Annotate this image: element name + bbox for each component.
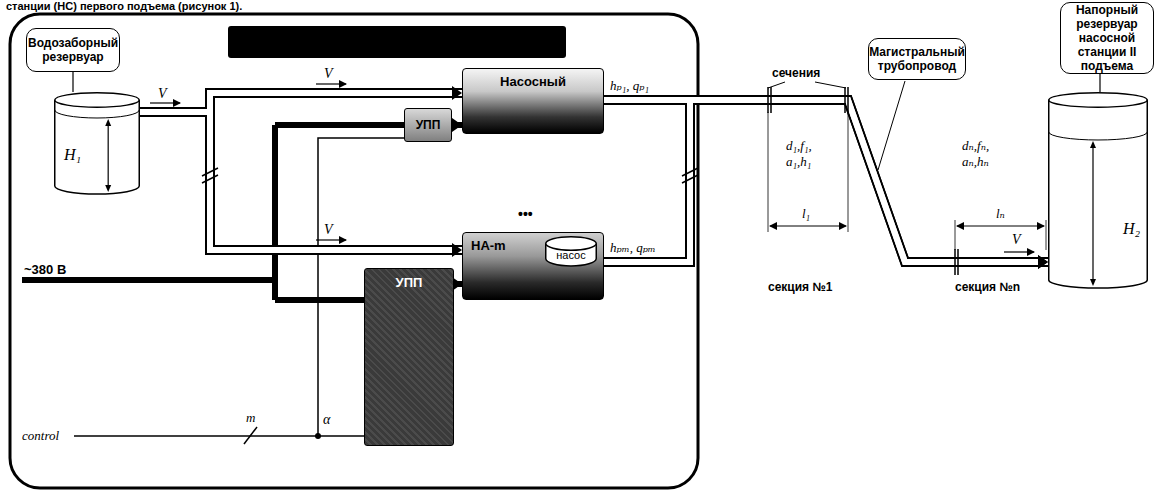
arrow-head: [452, 118, 462, 132]
water-level: [55, 110, 140, 118]
arrow-head: [1090, 141, 1096, 148]
node-text: УПП: [416, 118, 441, 132]
section-leader: [768, 82, 846, 88]
section-label: секция №1: [768, 280, 833, 294]
flow-arrow: [316, 239, 346, 240]
arrow-head: [452, 243, 462, 257]
cylinder-top: [1049, 93, 1148, 108]
pipe-connector: [604, 100, 1048, 262]
ellipsis-mark: •••: [518, 206, 533, 222]
node-text: H₁: [64, 146, 81, 164]
callout-box: Водозаборный резервуар: [26, 28, 120, 72]
flow-arrow: [1004, 251, 1034, 252]
cylinder-top: [546, 237, 597, 251]
station-outline: [10, 14, 698, 488]
junction-dot: [315, 433, 321, 439]
pipe-parameters: dₙ,fₙ, aₙ,hₙ: [962, 138, 1012, 170]
pump-cylinder: насос: [545, 236, 597, 266]
arrow-head: [1090, 279, 1096, 286]
arrow-head: [105, 119, 111, 126]
arrow-head: [1038, 255, 1048, 269]
water-level: [1049, 132, 1148, 140]
length-label: lₙ: [996, 206, 1005, 222]
arrow-head: [105, 185, 111, 192]
arrow-head: [1038, 255, 1048, 269]
pipe-connector: [604, 100, 1048, 262]
soft-starter: УПП: [364, 268, 454, 446]
leader-connector: [1099, 74, 1100, 92]
cylinder-body: [55, 100, 140, 194]
cylinder-body: [1049, 100, 1148, 288]
pipe-flange: [768, 87, 958, 275]
flow-label: V: [158, 86, 167, 102]
cropped-caption: станции (НС) первого подъема (рисунок 1)…: [6, 0, 242, 12]
level-dimension: [1092, 147, 1093, 280]
node-text: H₂: [1123, 220, 1140, 238]
pipe-connector-inner: [604, 100, 1048, 262]
cylinder-outline: [1048, 92, 1148, 288]
flow-parameters: hₚ₁, qₚ₁: [610, 78, 649, 94]
soft-starter: УПП: [404, 108, 452, 142]
section-label: секция №n: [955, 280, 1020, 294]
flow-arrow: [316, 83, 346, 84]
callout-box: Магистральный трубопровод: [868, 38, 966, 80]
extension-line: [768, 112, 1046, 250]
flow-parameters: hₚₘ, qₚₘ: [610, 240, 656, 256]
level-dimension: [108, 125, 109, 186]
callout-box: Напорный резервуар насосной станции II п…: [1060, 2, 1154, 74]
intake-tank: H₁: [54, 92, 140, 194]
pipe-parameters: d₁,f₁, a₁,h₁: [786, 138, 836, 170]
bus-width: m: [246, 410, 255, 426]
pump-unit: Насосный: [462, 68, 604, 134]
flow-label: V: [324, 222, 333, 238]
signal-name: control: [22, 428, 59, 444]
node-text: Магистральный трубопровод: [869, 45, 965, 73]
node-text: УПП: [396, 275, 423, 290]
flow-label: V: [1012, 232, 1021, 248]
redacted-title-bar: [228, 26, 566, 58]
dimension-line: [957, 226, 1044, 227]
cylinder-outline: [54, 92, 140, 194]
break-mark: [202, 168, 698, 183]
pipe-connector-inner: [604, 100, 1048, 262]
length-label: l₁: [802, 206, 810, 222]
node-text: Водозаборный резервуар: [28, 36, 118, 64]
flow-label: V: [324, 66, 333, 82]
dimension-line: [770, 226, 846, 227]
leader-connector: [72, 72, 73, 92]
section-label: сечения: [772, 66, 820, 80]
callout-leader: [878, 81, 905, 170]
cylinder-top: [55, 93, 140, 108]
signal-name: α: [323, 412, 330, 428]
pump-unit: НА-m насос: [462, 232, 604, 300]
node-text: насос: [556, 249, 585, 261]
bus-slash: [244, 427, 257, 444]
flow-arrow: [150, 102, 180, 103]
node-text: Насосный: [500, 74, 566, 89]
arrow-head: [452, 86, 462, 100]
node-text: Напорный резервуар насосной станции II п…: [1066, 3, 1148, 73]
pressure-tank: H₂: [1048, 92, 1148, 288]
supply-label: ~380 В: [24, 262, 66, 277]
node-text: НА-m: [471, 238, 506, 253]
